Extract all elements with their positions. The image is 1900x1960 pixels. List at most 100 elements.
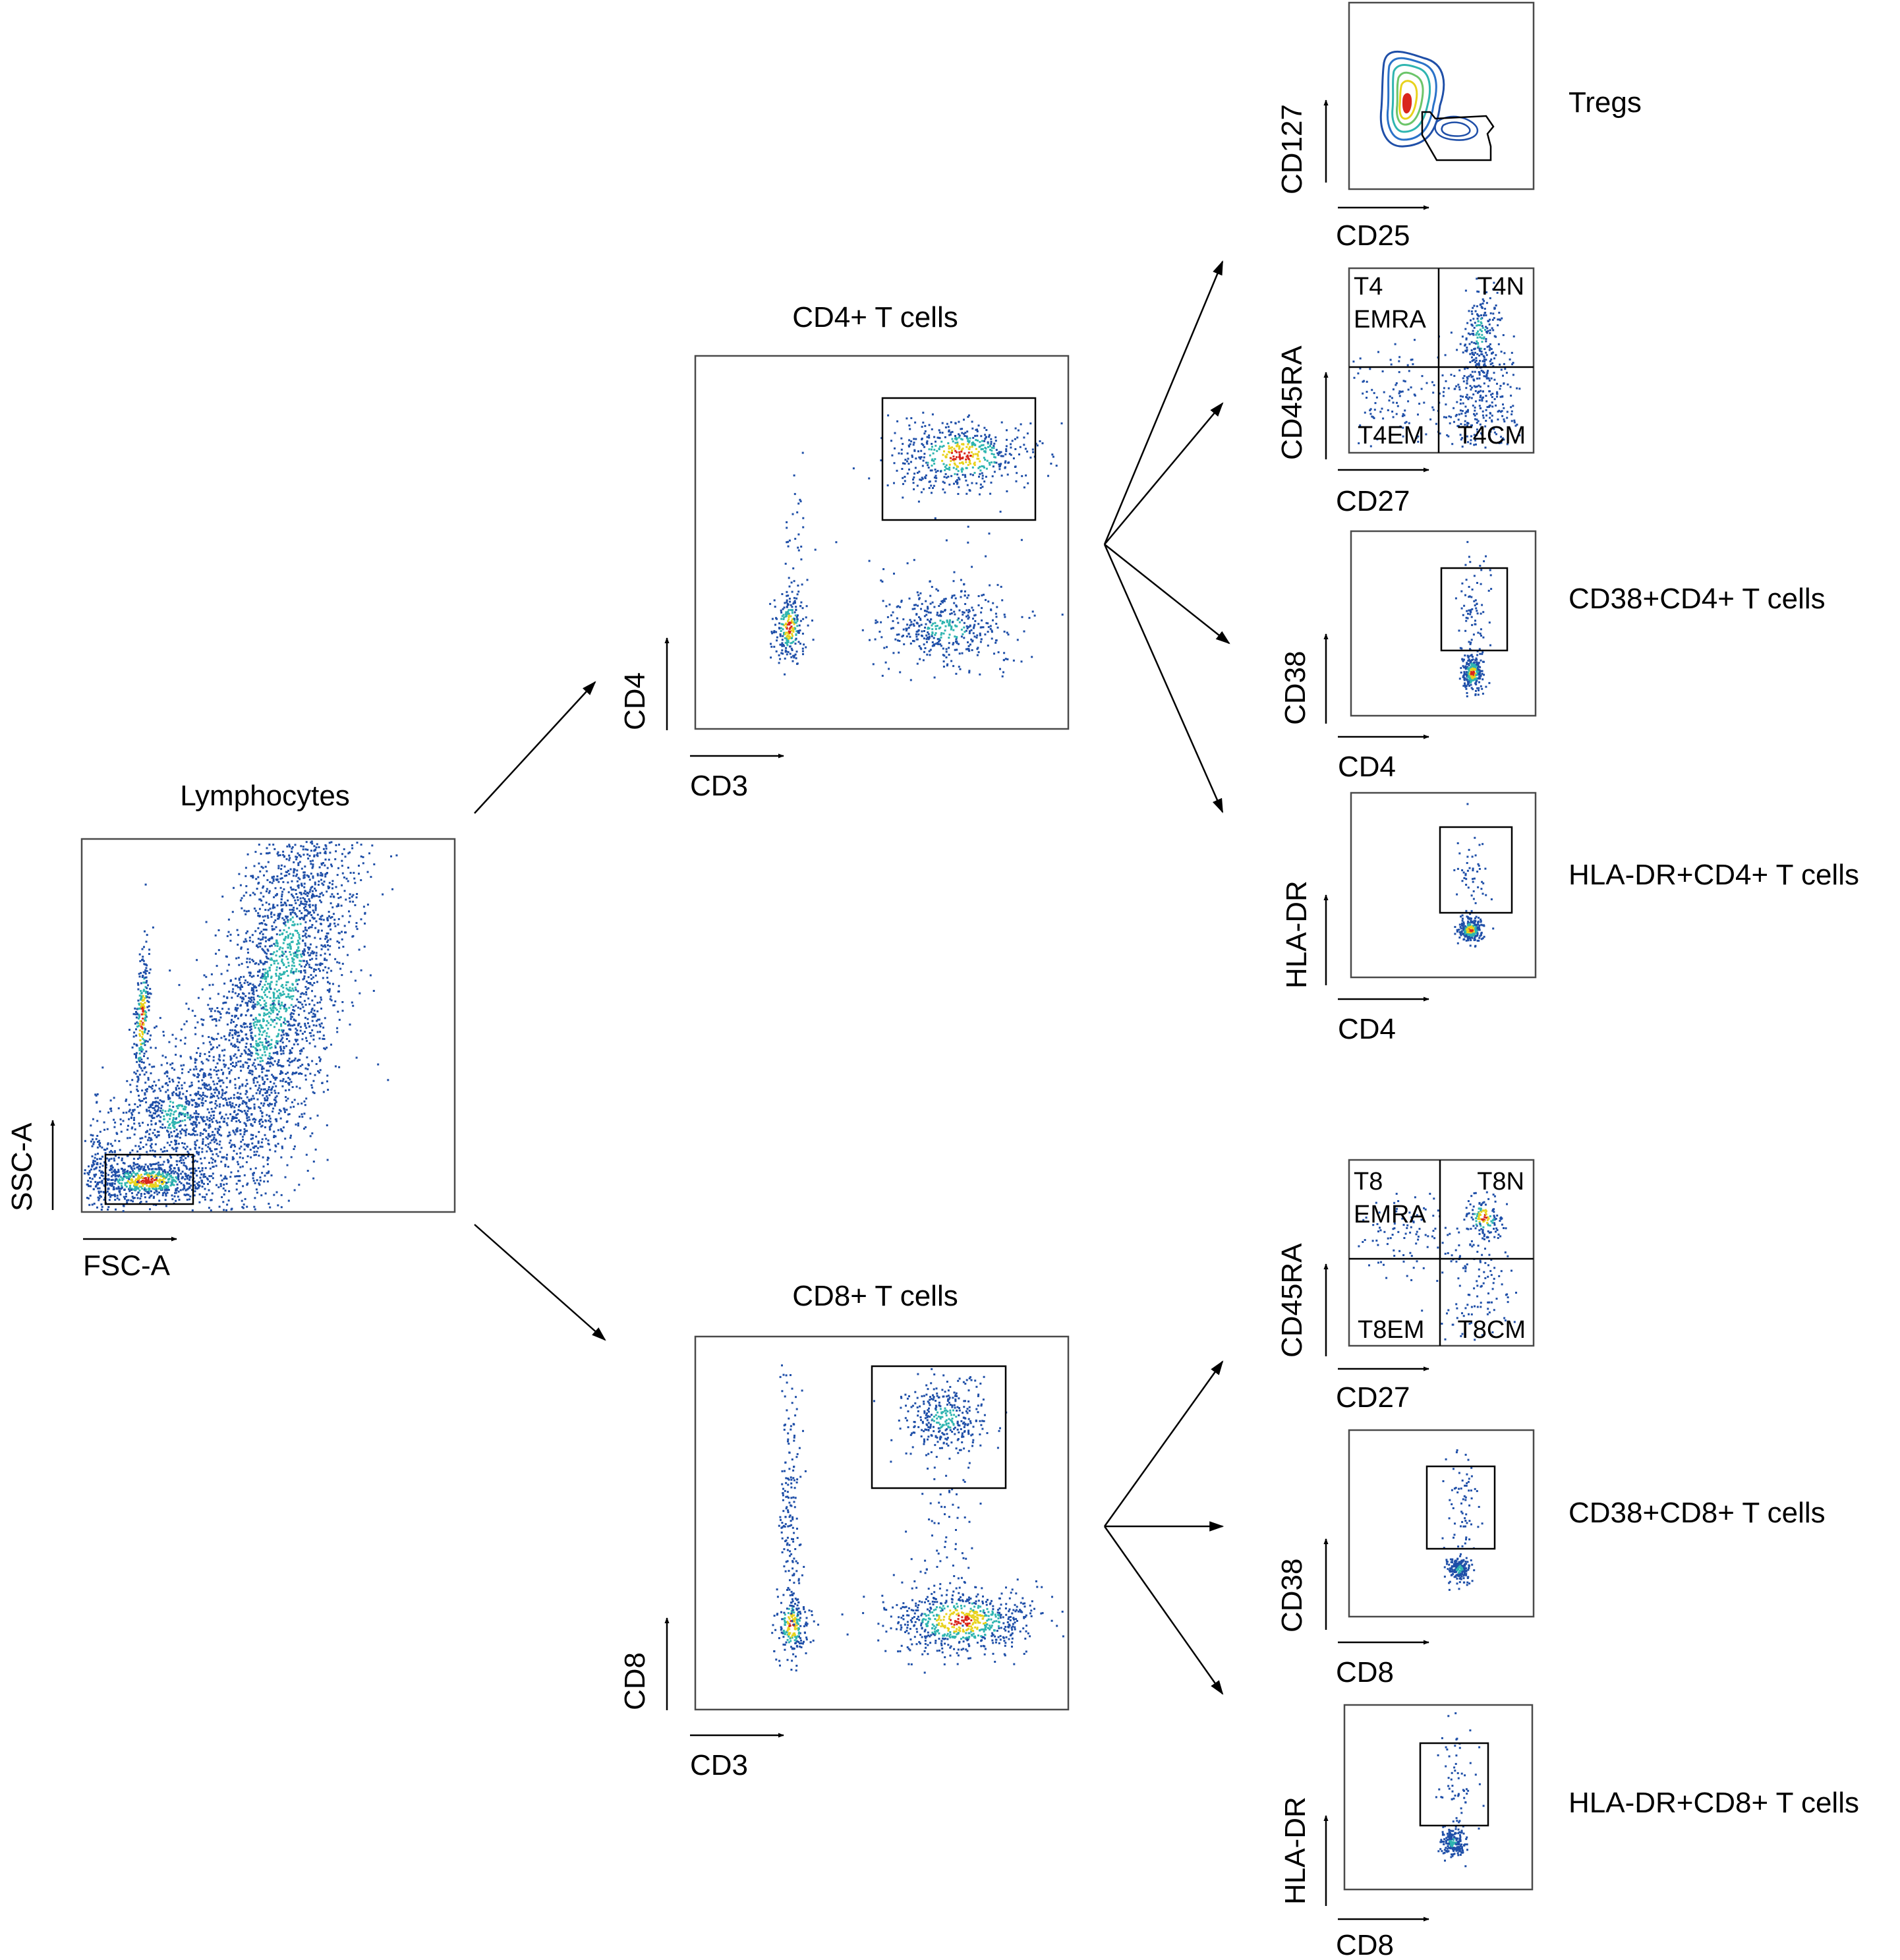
density-dot <box>145 981 148 984</box>
density-dot <box>91 1165 94 1168</box>
density-dot <box>197 1097 200 1100</box>
density-dot <box>991 449 993 452</box>
density-dot <box>148 1085 150 1088</box>
density-dot <box>194 1159 196 1162</box>
density-dot <box>183 1146 185 1149</box>
density-dot <box>196 1105 198 1108</box>
density-dot <box>882 600 884 602</box>
density-dot <box>287 937 289 939</box>
density-dot <box>208 1111 210 1114</box>
density-dot <box>218 1054 221 1056</box>
density-dot <box>167 1110 170 1112</box>
density-dot <box>213 1069 216 1072</box>
density-dot <box>264 1126 266 1128</box>
density-dot <box>129 1151 132 1154</box>
density-dot <box>265 1040 268 1043</box>
density-dot <box>252 1180 255 1182</box>
density-dot <box>210 1010 212 1012</box>
density-dot <box>223 982 226 985</box>
density-dot <box>138 1168 141 1171</box>
density-dot <box>252 876 254 879</box>
density-dot <box>290 941 293 943</box>
density-dot <box>261 1065 264 1068</box>
density-dot <box>275 933 278 936</box>
density-dot <box>165 1194 167 1197</box>
density-dot <box>292 995 295 998</box>
density-dot <box>171 1109 173 1112</box>
density-dot <box>270 1103 272 1106</box>
density-dot <box>915 633 917 635</box>
density-dot <box>259 1179 262 1182</box>
density-dot <box>208 1072 211 1075</box>
density-dot <box>263 874 265 877</box>
density-dot <box>142 1176 144 1179</box>
density-dot <box>358 948 360 951</box>
density-dot <box>201 1079 204 1081</box>
density-dot <box>269 983 272 986</box>
density-dot <box>258 942 260 945</box>
density-dot <box>254 962 256 965</box>
density-dot <box>791 637 793 639</box>
density-dot <box>268 1011 270 1014</box>
density-dot <box>266 888 268 890</box>
density-dot <box>254 1003 256 1006</box>
density-dot <box>209 1086 212 1089</box>
density-dot <box>138 1122 140 1125</box>
density-dot <box>330 928 332 931</box>
density-dot <box>261 1115 264 1118</box>
density-dot <box>305 1027 308 1029</box>
density-dot <box>250 1138 252 1140</box>
density-dot <box>961 432 964 434</box>
density-dot <box>308 900 311 902</box>
density-dot <box>252 989 254 991</box>
density-dot <box>204 1100 207 1103</box>
density-dot <box>139 1039 142 1042</box>
density-dot <box>295 889 297 891</box>
density-dot <box>290 1004 293 1006</box>
density-dot <box>180 1064 183 1067</box>
density-dot <box>155 1122 157 1125</box>
density-dot <box>316 964 318 966</box>
density-dot <box>103 1178 105 1180</box>
density-dot <box>797 631 799 634</box>
density-dot <box>123 1188 126 1191</box>
density-dot <box>298 854 301 857</box>
density-dot <box>351 847 354 850</box>
density-dot <box>340 904 343 907</box>
density-dot <box>786 606 788 608</box>
density-dot <box>304 914 306 917</box>
density-dot <box>270 1018 272 1021</box>
density-dot <box>96 1146 99 1149</box>
density-dot <box>1006 631 1008 634</box>
density-dot <box>255 878 258 880</box>
density-dot <box>318 1056 320 1058</box>
density-dot <box>191 1209 194 1212</box>
density-dot <box>306 909 308 912</box>
density-dot <box>99 1166 101 1168</box>
density-dot <box>234 1175 237 1178</box>
density-dot <box>355 1056 358 1059</box>
density-dot <box>212 1059 215 1062</box>
density-dot <box>906 417 908 420</box>
density-dot <box>973 461 976 464</box>
density-dot <box>138 1170 140 1172</box>
density-dot <box>326 1074 329 1077</box>
density-dot <box>249 1022 252 1025</box>
density-dot <box>133 1188 136 1191</box>
density-dot <box>979 460 981 463</box>
density-dot <box>308 906 311 908</box>
density-dot <box>118 1188 120 1190</box>
density-dot <box>933 484 935 487</box>
density-dot <box>217 1058 220 1060</box>
density-dot <box>300 993 302 995</box>
density-dot <box>219 1112 221 1114</box>
density-dot <box>225 1077 228 1080</box>
density-dot <box>314 907 317 909</box>
density-dot <box>266 961 268 964</box>
density-dot <box>194 1147 196 1150</box>
density-dot <box>275 1101 277 1103</box>
density-dot <box>930 484 933 487</box>
density-dot <box>228 991 231 993</box>
density-dot <box>204 1120 206 1122</box>
density-dot <box>161 1123 164 1126</box>
